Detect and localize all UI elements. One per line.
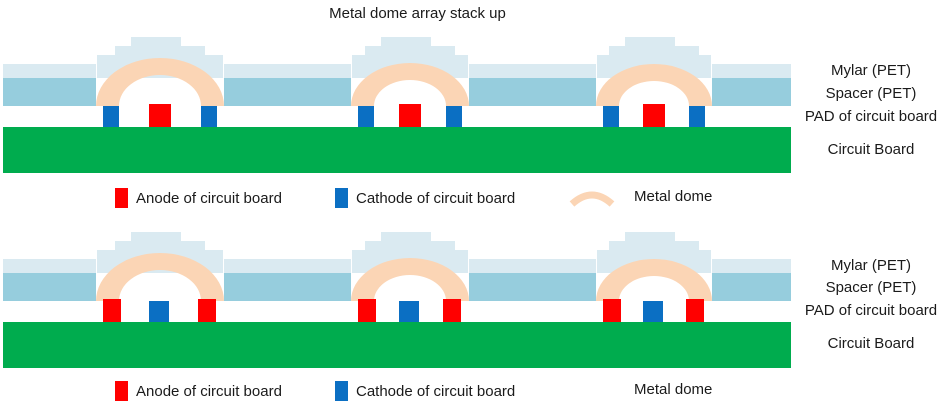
stackup-drawing-top xyxy=(3,37,791,173)
cathode-pad xyxy=(103,106,119,127)
legend-item-anode: Anode of circuit board xyxy=(115,381,282,401)
cathode-pad xyxy=(446,106,462,127)
diagram-title: Metal dome array stack up xyxy=(0,5,947,22)
cathode-pad xyxy=(201,106,217,127)
legend-item-anode: Anode of circuit board xyxy=(115,188,282,208)
legend-dome-label: Metal dome xyxy=(634,188,713,205)
metal-dome xyxy=(596,64,712,106)
label-pad: PAD of circuit board xyxy=(804,108,938,125)
label-circuit-board: Circuit Board xyxy=(827,335,915,352)
metal-dome xyxy=(351,63,469,106)
label-pad: PAD of circuit board xyxy=(804,302,938,319)
cathode-pad xyxy=(643,301,663,322)
legend-item-dome: Metal dome xyxy=(634,381,712,398)
mylar-bulge-step xyxy=(381,232,431,244)
legend-item-dome: Metal dome xyxy=(634,188,712,205)
legend-item-cathode: Cathode of circuit board xyxy=(335,188,515,208)
anode-pad xyxy=(198,299,216,322)
mylar-bulge-step xyxy=(625,37,675,49)
legend-anode-label: Anode of circuit board xyxy=(136,189,282,207)
stackup-panel-bottom: Mylar (PET) Spacer (PET) PAD of circuit … xyxy=(0,195,947,390)
legend-anode-label: Anode of circuit board xyxy=(136,382,282,400)
label-spacer: Spacer (PET) xyxy=(825,279,917,296)
anode-pad xyxy=(643,104,665,127)
anode-swatch-icon xyxy=(115,188,128,208)
metal-dome-arc-icon xyxy=(569,191,615,207)
legend-dome-label: Metal dome xyxy=(634,381,713,398)
stackup-drawing-bottom xyxy=(3,232,791,368)
metal-dome xyxy=(351,258,469,301)
label-spacer: Spacer (PET) xyxy=(825,85,917,102)
anode-pad xyxy=(358,299,376,322)
anode-pad xyxy=(399,104,421,127)
cathode-pad xyxy=(399,301,419,322)
cathode-pad xyxy=(358,106,374,127)
legend-bottom: Anode of circuit board Cathode of circui… xyxy=(0,381,947,405)
metal-dome xyxy=(96,253,224,301)
metal-dome xyxy=(96,58,224,106)
anode-pad xyxy=(149,104,171,127)
legend-cathode-label: Cathode of circuit board xyxy=(356,189,516,207)
circuit-board-layer xyxy=(3,127,791,173)
label-mylar: Mylar (PET) xyxy=(831,62,911,79)
cathode-pad xyxy=(603,106,619,127)
label-mylar: Mylar (PET) xyxy=(831,257,911,274)
metal-dome xyxy=(596,259,712,301)
anode-pad xyxy=(103,299,121,322)
legend-top: Anode of circuit board Cathode of circui… xyxy=(0,188,947,212)
mylar-bulge-step xyxy=(131,232,181,244)
anode-pad xyxy=(686,299,704,322)
mylar-bulge-step xyxy=(131,37,181,49)
mylar-bulge-step xyxy=(381,37,431,49)
anode-swatch-icon xyxy=(115,381,128,401)
cathode-pad xyxy=(689,106,705,127)
cathode-swatch-icon xyxy=(335,381,348,401)
diagram-title-text: Metal dome array stack up xyxy=(329,5,506,22)
label-circuit-board: Circuit Board xyxy=(827,141,915,158)
mylar-bulge-step xyxy=(625,232,675,244)
legend-item-cathode: Cathode of circuit board xyxy=(335,381,515,401)
anode-pad xyxy=(443,299,461,322)
cathode-pad xyxy=(149,301,169,322)
legend-cathode-label: Cathode of circuit board xyxy=(356,382,516,400)
anode-pad xyxy=(603,299,621,322)
circuit-board-layer xyxy=(3,322,791,368)
stackup-panel-top: Mylar (PET) Spacer (PET) PAD of circuit … xyxy=(0,0,947,195)
cathode-swatch-icon xyxy=(335,188,348,208)
